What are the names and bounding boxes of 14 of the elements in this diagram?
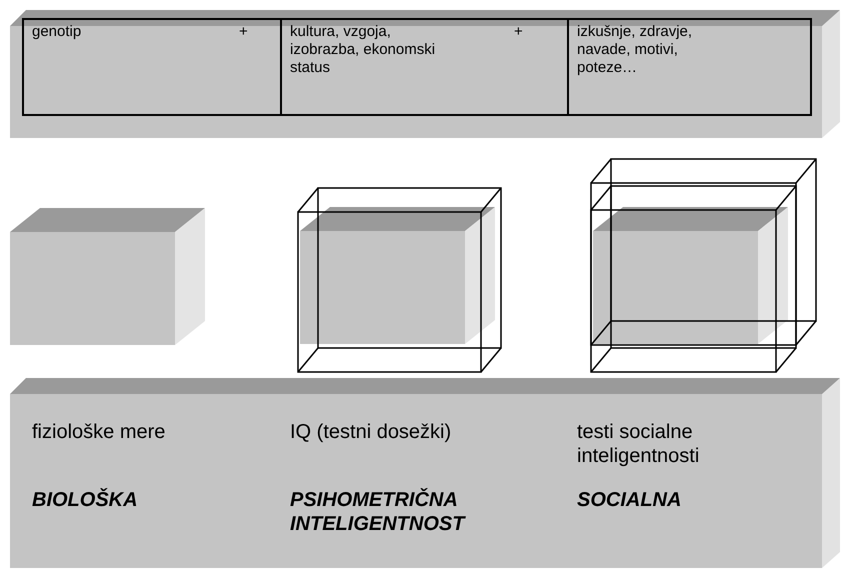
cell-text: genotip	[32, 23, 82, 41]
table-cell	[567, 18, 812, 116]
intelligence-type-label: PSIHOMETRIČNA INTELIGENTNOST	[290, 488, 467, 536]
measure-label: testi socialne inteligentnosti	[577, 420, 700, 468]
measure-label: IQ (testni dosežki)	[290, 420, 452, 444]
intelligence-type-label: BIOLOŠKA	[32, 488, 139, 512]
measure-label: fiziološke mere	[32, 420, 166, 444]
plus-sign: +	[239, 23, 248, 41]
intelligence-type-label: SOCIALNA	[577, 488, 682, 512]
table-cell	[280, 18, 569, 116]
table-cell	[22, 18, 282, 116]
cell-text: kultura, vzgoja, izobrazba, ekonomski status	[290, 23, 436, 77]
cell-text: izkušnje, zdravje, navade, motivi, poteze…	[577, 23, 694, 77]
plus-sign: +	[514, 23, 523, 41]
